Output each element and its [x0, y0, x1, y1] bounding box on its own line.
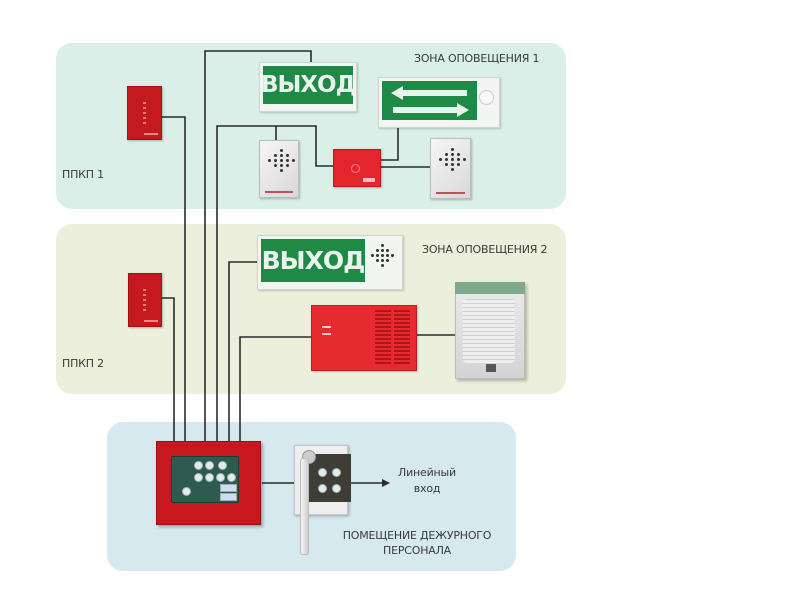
line-input-label-line1: Линейный — [398, 466, 456, 479]
ppkp-1-label: ППКП 1 — [62, 168, 104, 181]
zone-1-title: ЗОНА ОПОВЕЩЕНИЯ 1 — [414, 52, 540, 65]
microphone-console — [294, 445, 351, 555]
zone-2-amplifier — [311, 305, 417, 371]
line-input-label: Линейный вход — [392, 466, 462, 495]
ppkp-2-device — [128, 273, 162, 327]
exit-sign-1: ВЫХОД — [259, 62, 357, 112]
duty-room-title-line2: ПЕРСОНАЛА — [383, 544, 451, 557]
main-control-panel — [156, 441, 261, 525]
zone-1-control-module — [333, 149, 381, 187]
ppkp-2-label: ППКП 2 — [62, 357, 104, 370]
double-arrow-left-right-icon — [390, 85, 469, 117]
exit-sign-2-text: ВЫХОД — [261, 246, 365, 275]
duty-room-title-line1: ПОМЕЩЕНИЕ ДЕЖУРНОГО — [342, 529, 492, 542]
ppkp-1-device — [127, 86, 162, 140]
arrow-exit-sign — [378, 77, 500, 128]
exit-sign-1-text: ВЫХОД — [263, 72, 353, 98]
speaker-1 — [259, 140, 299, 198]
microphone-handset — [300, 458, 309, 555]
sounder-grille-icon — [371, 244, 394, 267]
speaker-2 — [430, 138, 471, 199]
line-input-label-line2: вход — [413, 482, 441, 495]
duty-room-title: ПОМЕЩЕНИЕ ДЕЖУРНОГО ПЕРСОНАЛА — [342, 529, 492, 557]
sound-column-speaker — [455, 282, 525, 379]
exit-sign-with-sounder: ВЫХОД — [257, 235, 403, 290]
speaker-grille-icon — [268, 149, 296, 172]
sounder-icon — [479, 90, 494, 105]
speaker-grille-icon — [439, 148, 467, 171]
zone-2-title: ЗОНА ОПОВЕЩЕНИЯ 2 — [422, 243, 548, 256]
